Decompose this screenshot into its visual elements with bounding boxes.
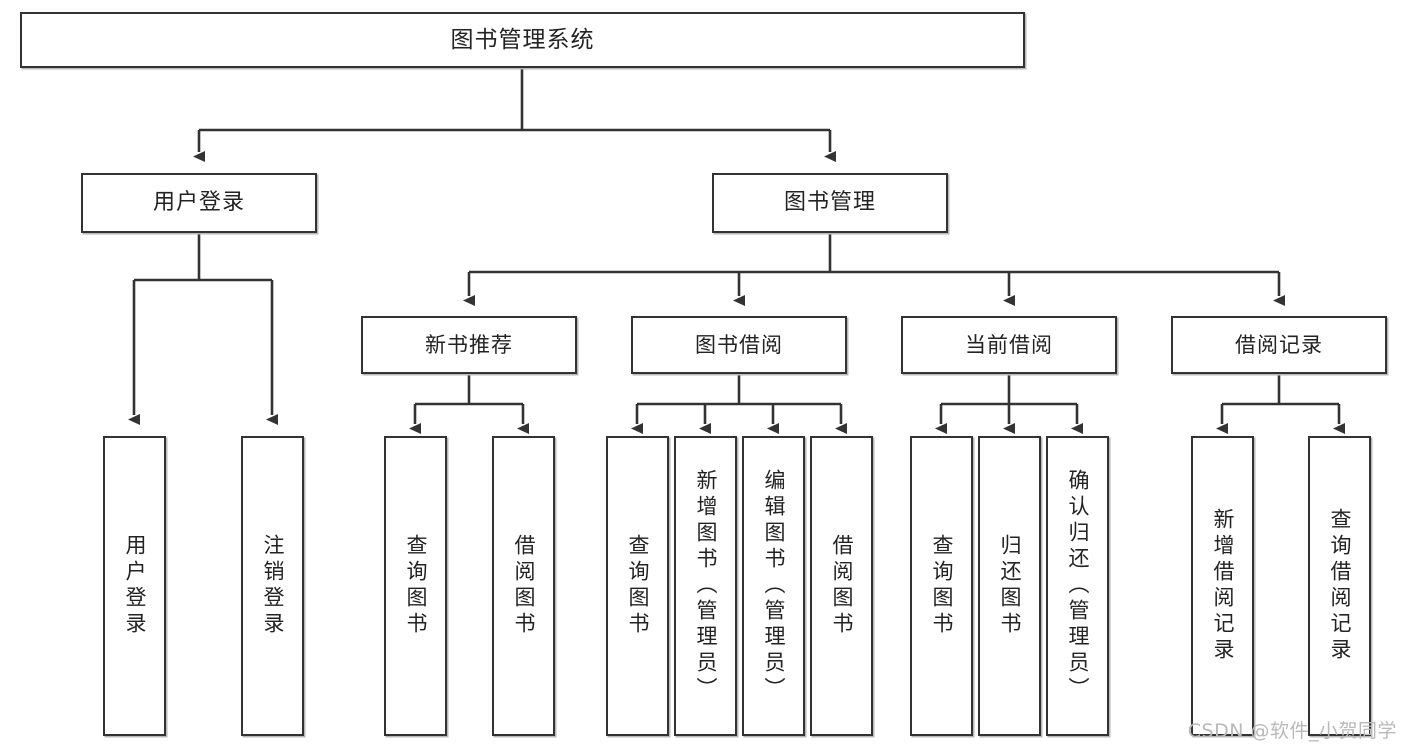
node-book-borrow[interactable]: 图书借阅	[631, 316, 847, 374]
node-label: 用户登录	[123, 534, 147, 638]
node-borrow-record[interactable]: 借阅记录	[1171, 316, 1387, 374]
node-label: 当前借阅	[965, 332, 1053, 357]
node-label: 用户登录	[152, 190, 245, 216]
node-label: 查询借阅记录	[1328, 508, 1352, 664]
node-label: 确认归还（管理员）	[1066, 469, 1090, 703]
leaf-new-book-borrow-book[interactable]: 借阅图书	[492, 436, 555, 736]
leaf-current-borrow-query-book[interactable]: 查询图书	[910, 436, 973, 736]
node-label: 查询图书	[930, 534, 954, 638]
node-label: 图书借阅	[695, 332, 783, 357]
node-label: 图书管理	[783, 190, 876, 216]
node-label: 编辑图书（管理员）	[762, 469, 786, 703]
leaf-book-borrow-borrow-book[interactable]: 借阅图书	[810, 436, 873, 736]
node-label: 借阅图书	[512, 534, 536, 638]
node-label: 注销登录	[261, 534, 285, 638]
node-label: 新增借阅记录	[1211, 508, 1235, 664]
node-user-login[interactable]: 用户登录	[81, 173, 317, 233]
node-label: 新增图书（管理员）	[694, 469, 718, 703]
leaf-borrow-record-add-record[interactable]: 新增借阅记录	[1191, 436, 1254, 736]
node-label: 新书推荐	[425, 332, 513, 357]
node-new-book-recommend[interactable]: 新书推荐	[361, 316, 577, 374]
leaf-new-book-query-book[interactable]: 查询图书	[384, 436, 447, 736]
leaf-current-borrow-confirm-return[interactable]: 确认归还（管理员）	[1046, 436, 1109, 736]
node-root-system[interactable]: 图书管理系统	[20, 12, 1025, 68]
node-label: 借阅图书	[830, 534, 854, 638]
leaf-book-borrow-add-book[interactable]: 新增图书（管理员）	[674, 436, 737, 736]
node-book-management[interactable]: 图书管理	[712, 173, 948, 233]
node-label: 借阅记录	[1235, 332, 1323, 357]
csdn-watermark: CSDN @软件_小贺同学	[1187, 720, 1397, 742]
node-label: 查询图书	[626, 534, 650, 638]
node-current-borrow[interactable]: 当前借阅	[901, 316, 1117, 374]
leaf-current-borrow-return-book[interactable]: 归还图书	[978, 436, 1041, 736]
node-label: 图书管理系统	[450, 26, 595, 53]
leaf-user-login-logout[interactable]: 注销登录	[241, 436, 304, 736]
node-label: 归还图书	[998, 534, 1022, 638]
node-label: 查询图书	[404, 534, 428, 638]
leaf-user-login-login[interactable]: 用户登录	[103, 436, 166, 736]
leaf-borrow-record-query-record[interactable]: 查询借阅记录	[1308, 436, 1371, 736]
leaf-book-borrow-query-book[interactable]: 查询图书	[606, 436, 669, 736]
leaf-book-borrow-edit-book[interactable]: 编辑图书（管理员）	[742, 436, 805, 736]
